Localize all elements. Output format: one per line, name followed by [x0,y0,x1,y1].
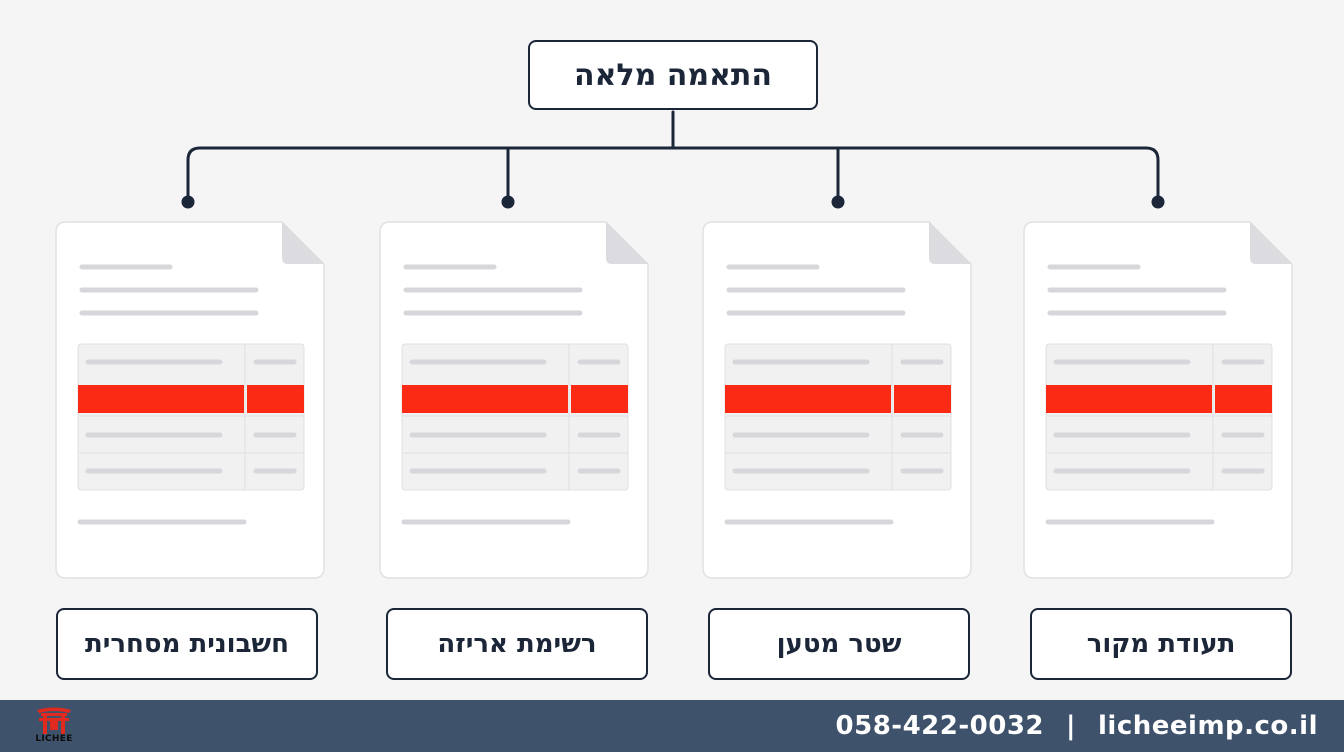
document-icon-packing-list [379,221,649,579]
diagram-canvas: התאמה מלאה [55,40,1293,680]
branch-endpoint-2 [501,195,515,209]
highlighted-row [1046,385,1212,413]
document-page-illustration [702,221,972,579]
highlighted-row [402,385,568,413]
footer-separator: | [1066,711,1077,741]
label-certificate-of-origin: תעודת מקור [1030,608,1292,680]
root-node-label: התאמה מלאה [573,57,773,93]
footer-phone: 058-422-0032 [835,711,1045,741]
label-text: תעודת מקור [1086,629,1236,659]
connector-lines [181,110,1165,209]
chinese-gate-icon [37,707,71,734]
label-packing-list: רשימת אריזה [386,608,648,680]
logo-text: LICHEE [35,734,73,744]
branch-endpoint-1 [181,195,195,209]
document-icon-certificate-of-origin [1023,221,1293,579]
document-page-illustration [379,221,649,579]
branch-endpoint-4 [1151,195,1165,209]
highlighted-row [725,385,891,413]
label-text: רשימת אריזה [437,629,597,659]
label-commercial-invoice: חשבונית מסחרית [56,608,318,680]
document-icon-commercial-invoice [55,221,325,579]
document-page-illustration [1023,221,1293,579]
root-node-full-match: התאמה מלאה [528,40,818,110]
document-page-illustration [55,221,325,579]
document-icon-bill-of-lading [702,221,972,579]
highlighted-row [78,385,244,413]
label-text: שטר מטען [776,629,902,659]
branch-endpoint-3 [831,195,845,209]
label-bill-of-lading: שטר מטען [708,608,970,680]
footer-website-link[interactable]: licheeimp.co.il [1098,711,1318,741]
branch-horizontal-line [186,146,1160,204]
label-text: חשבונית מסחרית [84,629,290,659]
footer-contact: 058-422-0032 | licheeimp.co.il [836,700,1318,752]
brand-logo: LICHEE [30,704,78,748]
footer-bar: 058-422-0032 | licheeimp.co.il [0,700,1344,752]
